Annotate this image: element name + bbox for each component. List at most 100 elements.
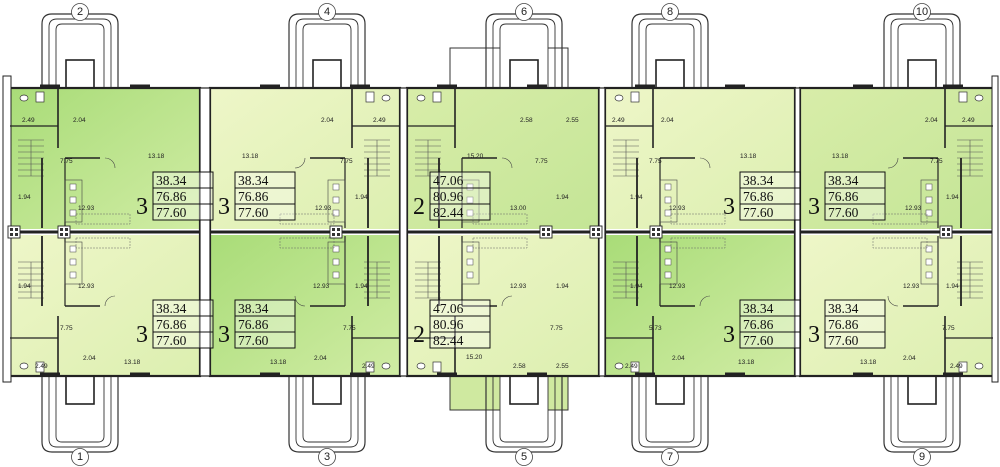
shaft-flue	[947, 228, 950, 231]
dimension-label: 2.55	[566, 117, 579, 124]
shaft-flue	[337, 228, 340, 231]
dimension-label: 7.75	[535, 158, 548, 165]
shaft-flue	[332, 228, 335, 231]
shaft-box	[649, 225, 663, 239]
entrance-porch	[883, 363, 961, 453]
dimension-label: 12.93	[510, 283, 527, 290]
stove-burner	[332, 196, 340, 204]
entrance-number-top: 8	[661, 3, 679, 21]
dimension-label: 13.18	[148, 153, 165, 160]
toilet	[416, 362, 426, 370]
shaft-flue	[10, 233, 13, 236]
dimension-label: 2.49	[625, 363, 638, 370]
dimension-label: 7.75	[343, 325, 356, 332]
entrance-porch	[41, 363, 119, 453]
dimension-label: 15.20	[467, 153, 484, 160]
dimension-label: 7.75	[60, 158, 73, 165]
unit-interior	[407, 236, 547, 376]
room-count: 3	[723, 322, 735, 348]
vestibule	[65, 59, 95, 89]
toilet	[614, 94, 624, 102]
area-reduced: 82.44	[433, 205, 464, 220]
shaft-flue	[10, 228, 13, 231]
area-reduced: 77.60	[238, 205, 269, 220]
entrance-number-label: 7	[667, 451, 673, 463]
area-box	[234, 299, 296, 349]
toilet	[416, 94, 426, 102]
area-reduced: 77.60	[238, 333, 269, 348]
toilet	[614, 362, 624, 370]
table-outline	[670, 237, 726, 249]
walls	[2, 75, 999, 383]
entrance-number-label: 5	[521, 451, 527, 463]
unit-interior	[10, 84, 150, 228]
dimension-label: 2.04	[73, 117, 86, 124]
dimension-label: 13.18	[860, 359, 877, 366]
table-outline	[472, 237, 528, 249]
stove-burner	[332, 271, 340, 279]
dimension-label: 2.04	[321, 117, 334, 124]
entrance-circle	[515, 448, 533, 466]
entrance-number-label: 6	[521, 6, 527, 18]
door-swing	[699, 157, 711, 169]
area-living: 38.34	[156, 173, 187, 188]
area-living: 38.34	[828, 301, 859, 316]
shaft-box	[329, 225, 343, 239]
shaft-flue	[652, 228, 655, 231]
table-outline	[670, 213, 726, 225]
room-count: 3	[808, 194, 820, 220]
unit-interior	[605, 236, 745, 376]
dimension-label: 12.93	[903, 283, 920, 290]
stove-burner	[466, 196, 474, 204]
porch-outline	[638, 376, 702, 448]
ventilation-shaft	[939, 225, 953, 239]
entrance-circle	[71, 3, 89, 21]
area-total: 76.86	[238, 189, 269, 204]
stove-burner	[69, 183, 77, 191]
entrance-number-bottom: 7	[661, 448, 679, 466]
entrance-number-label: 1	[77, 451, 83, 463]
vestibule	[655, 375, 685, 405]
entrance-number-bottom: 5	[515, 448, 533, 466]
entrance-number-top: 4	[318, 3, 336, 21]
stove-burner	[69, 209, 77, 217]
vestibule	[312, 59, 342, 89]
area-reduced: 77.60	[156, 205, 187, 220]
shaft-flue	[652, 233, 655, 236]
area-total: 76.86	[238, 317, 269, 332]
porch-outline	[295, 376, 359, 448]
stove-burner	[664, 183, 672, 191]
room-count: 3	[136, 194, 148, 220]
stove-burner	[664, 271, 672, 279]
shaft-flue	[65, 233, 68, 236]
entrance-number-label: 4	[324, 6, 330, 18]
stove-burner	[664, 196, 672, 204]
entrance-number-label: 3	[324, 451, 330, 463]
entrance-number-top: 6	[515, 3, 533, 21]
door-swing	[887, 295, 899, 307]
stove-burner	[466, 258, 474, 266]
shaft-box	[539, 225, 553, 239]
door-swing	[104, 157, 116, 169]
dimension-label: 2.58	[520, 117, 533, 124]
kitchen-counter	[64, 179, 83, 223]
area-living: 47.06	[433, 301, 464, 316]
dimension-label: 2.49	[22, 117, 35, 124]
entrance-number-top: 10	[913, 3, 931, 21]
area-living: 38.34	[828, 173, 859, 188]
toilet	[381, 94, 391, 102]
area-box	[739, 299, 801, 349]
dimension-label: 13.18	[124, 359, 141, 366]
area-total: 76.86	[156, 317, 187, 332]
kitchen-counter	[327, 179, 346, 223]
area-box	[152, 171, 214, 221]
kitchen-counter	[920, 179, 939, 223]
area-total: 76.86	[743, 317, 774, 332]
door-swing	[699, 295, 711, 307]
dimension-label: 12.93	[669, 283, 686, 290]
